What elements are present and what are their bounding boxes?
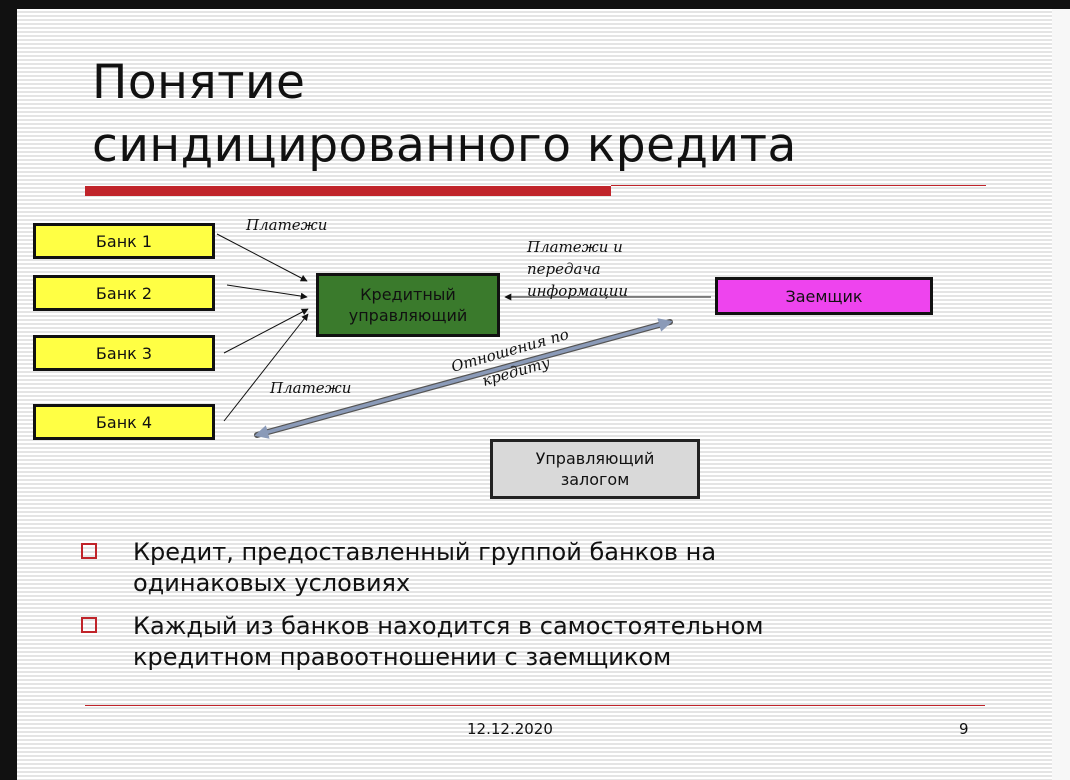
bullet-item-2: Каждый из банков находится в самостоятел… — [81, 611, 981, 673]
square-bullet-icon — [81, 617, 97, 633]
title-underline-rule — [611, 185, 986, 186]
arrow-bank2-to-manager — [226, 284, 308, 300]
bullet-list: Кредит, предоставленный группой банков н… — [81, 537, 981, 685]
payments-info-line-3: информации — [527, 282, 629, 300]
credit-manager-label-2: управляющий — [348, 306, 468, 325]
collateral-manager-box: Управляющий залогом — [490, 439, 700, 499]
bank-3-label: Банк 3 — [95, 343, 153, 363]
payments-info-label: Платежи и передача информации — [527, 236, 667, 302]
bullet-2-line-1: Каждый из банков находится в самостоятел… — [133, 612, 764, 640]
arrow-bank1-to-manager — [216, 233, 308, 282]
slide: Понятие синдицированного кредита Банк 1 … — [17, 9, 1052, 780]
slide-title: Понятие синдицированного кредита — [92, 51, 992, 177]
credit-manager-box: Кредитный управляющий — [316, 273, 500, 337]
credit-manager-label-1: Кредитный — [360, 285, 456, 304]
arrow-bank4-to-manager — [223, 313, 309, 422]
page-number: 9 — [959, 720, 969, 738]
bank-4-label: Банк 4 — [95, 412, 153, 432]
bank-1-box: Банк 1 — [33, 223, 215, 259]
bank-2-box: Банк 2 — [33, 275, 215, 311]
collateral-manager-label-2: залогом — [560, 470, 630, 489]
footer-rule — [85, 705, 985, 706]
square-bullet-icon — [81, 543, 97, 559]
borrower-label: Заемщик — [785, 286, 863, 306]
bank-3-box: Банк 3 — [33, 335, 215, 371]
arrow-credit-relations — [254, 318, 673, 439]
footer-date: 12.12.2020 — [467, 720, 553, 738]
payments-label-bottom: Платежи — [270, 379, 352, 397]
window-edge — [1052, 9, 1070, 780]
title-underline-bar — [85, 186, 611, 196]
payments-label-top: Платежи — [246, 216, 328, 234]
bullet-1-line-1: Кредит, предоставленный группой банков н… — [133, 538, 717, 566]
payments-info-line-2: передача — [527, 260, 601, 278]
borrower-box: Заемщик — [715, 277, 933, 315]
bullet-2-line-2: кредитном правоотношении с заемщиком — [133, 643, 672, 671]
bank-2-label: Банк 2 — [95, 283, 153, 303]
title-line-1: Понятие — [92, 55, 306, 110]
bank-1-label: Банк 1 — [95, 231, 153, 251]
bullet-1-line-2: одинаковых условиях — [133, 569, 411, 597]
title-line-2: синдицированного кредита — [92, 118, 797, 173]
diagram-arrows — [216, 233, 711, 439]
bullet-item-1: Кредит, предоставленный группой банков н… — [81, 537, 981, 599]
arrow-bank3-to-manager — [223, 308, 309, 354]
payments-info-line-1: Платежи и — [527, 238, 623, 256]
collateral-manager-label-1: Управляющий — [535, 449, 655, 468]
bank-4-box: Банк 4 — [33, 404, 215, 440]
